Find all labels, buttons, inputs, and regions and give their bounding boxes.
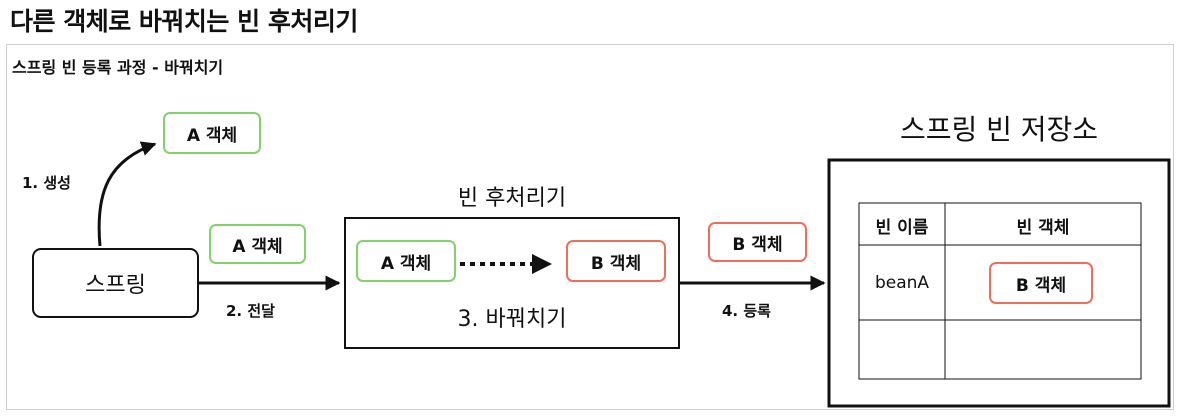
col-bean-object: 빈 객체 <box>1016 218 1070 238</box>
stored-b-object: B 객체 <box>989 262 1093 304</box>
step1-label: 1. 생성 <box>22 174 71 192</box>
step3-label: 3. 바꿔치기 <box>457 307 567 332</box>
step2-label: 2. 전달 <box>226 302 275 320</box>
diagram-subtitle: 스프링 빈 등록 과정 - 바꿔치기 <box>12 58 224 77</box>
processor-title: 빈 후처리기 <box>457 186 567 211</box>
created-a-object: A 객체 <box>163 112 261 154</box>
processor-a-object: A 객체 <box>356 240 456 282</box>
processor-b-object: B 객체 <box>566 240 666 282</box>
page-title: 다른 객체로 바꿔치는 빈 후처리기 <box>10 7 358 36</box>
registered-b-object: B 객체 <box>708 222 807 262</box>
storage-table <box>858 202 1142 380</box>
storage-title: 스프링 빈 저장소 <box>899 113 1099 146</box>
passed-a-object: A 객체 <box>209 224 306 264</box>
step4-label: 4. 등록 <box>722 302 771 320</box>
create-arrow <box>97 141 157 247</box>
col-bean-name: 빈 이름 <box>875 218 929 238</box>
row-bean-name: beanA <box>874 273 930 293</box>
spring-label: 스프링 <box>85 273 146 298</box>
